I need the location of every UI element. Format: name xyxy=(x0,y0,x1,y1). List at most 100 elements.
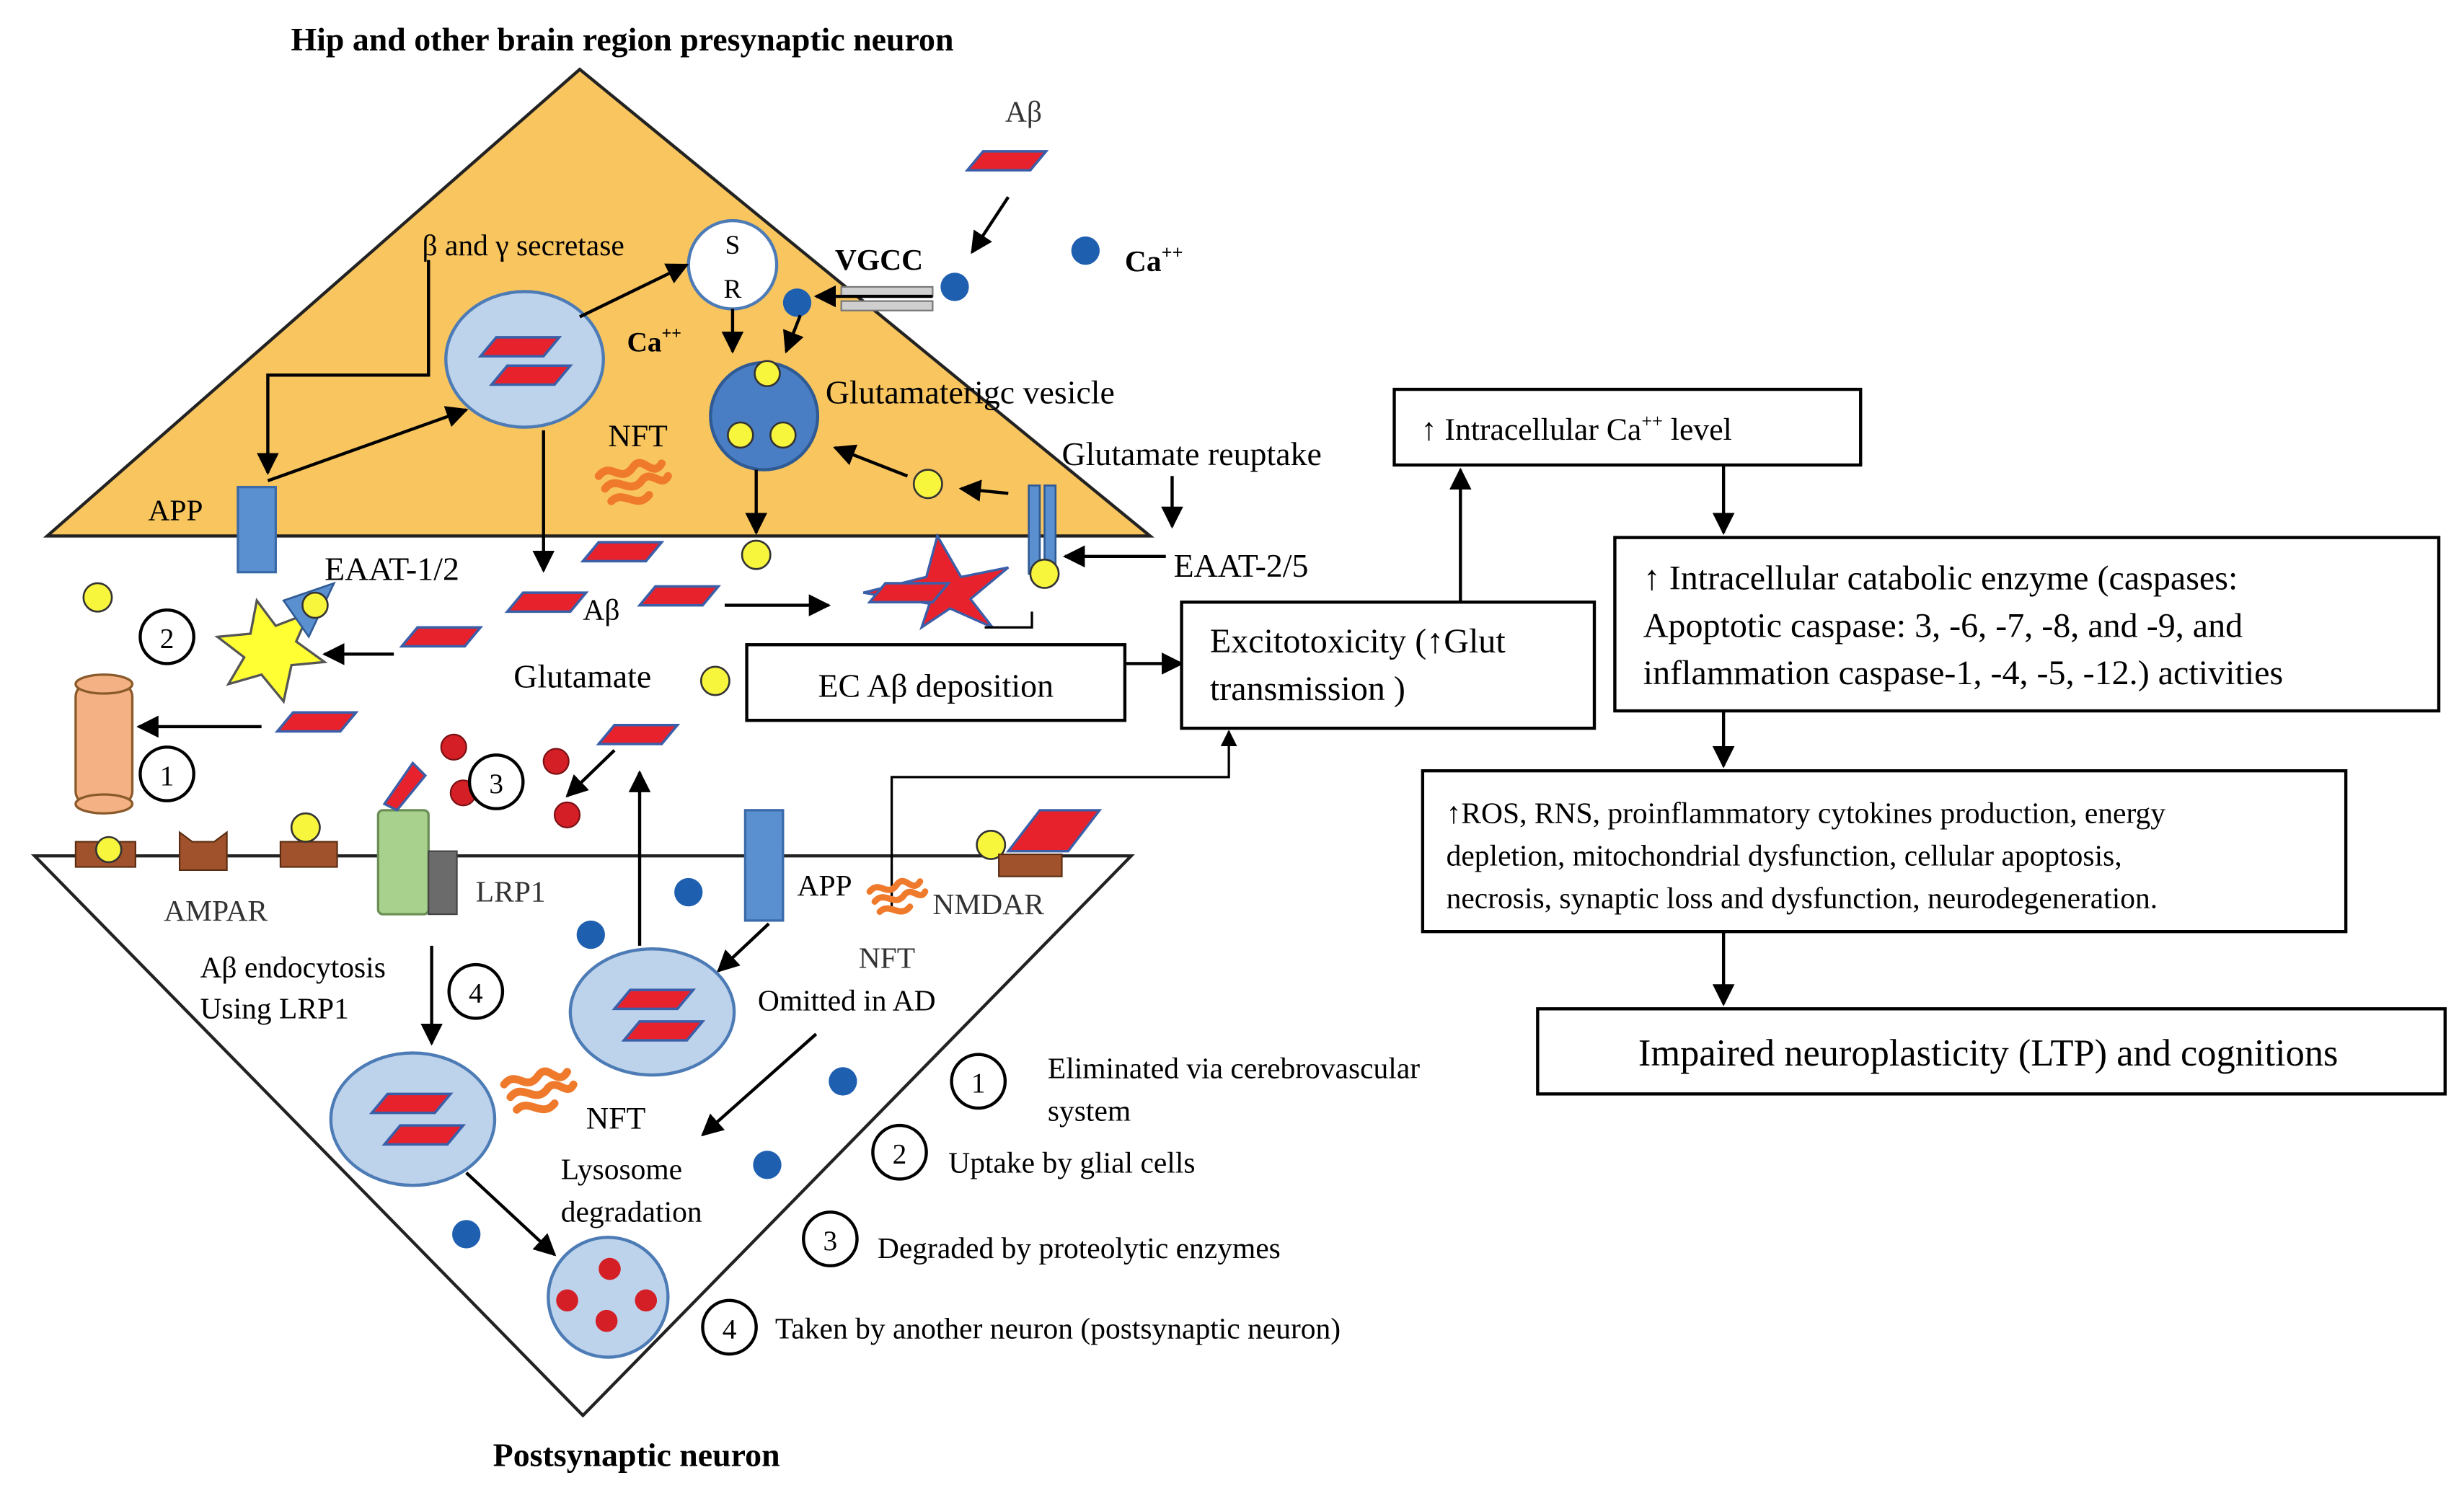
nft-pre-label: NFT xyxy=(608,419,668,453)
reuptake-to-vesicle-arrow xyxy=(833,444,909,478)
to-lysosome-arrow xyxy=(701,1032,818,1137)
abeta-cleft-label: Aβ xyxy=(583,593,619,626)
vgcc-label: VGCC xyxy=(835,243,923,276)
nmdar-receptor xyxy=(998,853,1063,877)
secretase-to-app-arrow xyxy=(257,260,430,475)
app-protein xyxy=(237,485,277,574)
catabolic-line-3: inflammation caspase-1, -4, -5, -12.) ac… xyxy=(1643,654,2283,692)
excitotoxicity-box xyxy=(1180,601,1597,730)
lysosome-content xyxy=(599,1257,621,1280)
abeta-bound-lrp xyxy=(382,761,428,812)
calcium-ion xyxy=(829,1067,857,1096)
calcium-ion xyxy=(674,877,703,907)
marker-1 xyxy=(138,745,195,802)
abeta-fragment xyxy=(622,1020,705,1042)
lrp1-protein xyxy=(428,850,458,916)
ca-inside-label: Ca++ xyxy=(627,324,681,358)
abeta-fragment xyxy=(868,582,950,603)
nmdar-label: NMDAR xyxy=(932,887,1044,921)
abeta-top-label: Aβ xyxy=(1005,94,1042,128)
lrp1-label: LRP1 xyxy=(476,875,546,908)
ampar-label: AMPAR xyxy=(164,894,268,927)
abeta-organelle-post xyxy=(568,947,736,1077)
glutamate-label: Glutamate xyxy=(513,657,651,694)
calcium-arrow xyxy=(782,314,804,354)
ampar-receptor xyxy=(178,831,228,872)
legend-marker-2 xyxy=(871,1123,928,1181)
lysosome xyxy=(547,1236,670,1359)
abeta-fragment xyxy=(400,626,482,648)
intracellular-ca-box xyxy=(1392,387,1863,467)
glutamate-molecule xyxy=(301,591,329,619)
app-post-label: APP xyxy=(798,869,852,902)
abeta-fragment xyxy=(370,1092,452,1115)
calcium-ion xyxy=(940,273,969,301)
legend-num-4: 4 xyxy=(723,1313,737,1345)
lysosome-content xyxy=(635,1289,658,1312)
ros-line-3: necrosis, synaptic loss and dysfunction,… xyxy=(1447,881,2158,914)
ca-outside-label: Ca++ xyxy=(1125,242,1183,278)
legend-marker-4 xyxy=(701,1298,758,1356)
lysosome-content xyxy=(556,1289,578,1312)
eaat-to-reuptake-arrow xyxy=(958,479,1009,502)
abeta-fragment xyxy=(275,711,358,733)
glutamatergic-vesicle-label: Glutamaterigc vesicle xyxy=(826,374,1115,411)
legend-text-3: Degraded by proteolytic enzymes xyxy=(878,1231,1281,1265)
abeta-organelle xyxy=(444,290,605,429)
abeta-fragment xyxy=(479,336,561,358)
marker-4 xyxy=(447,962,505,1020)
legend-text-1a: Eliminated via cerebrovascular xyxy=(1048,1052,1420,1085)
protease xyxy=(440,733,467,761)
glutamate-molecule xyxy=(754,360,781,387)
protease xyxy=(553,801,581,828)
catabolic-line-2: Apoptotic caspase: 3, -6, -7, -8, and -9… xyxy=(1643,606,2243,645)
nft-to-excitotoxicity-connector xyxy=(890,730,1237,911)
glutamate-molecule xyxy=(727,421,754,449)
postsynaptic-title: Postsynaptic neuron xyxy=(493,1436,780,1473)
cerebrovascular-channel xyxy=(74,683,134,805)
ec-deposition-label: EC Aβ deposition xyxy=(818,667,1054,704)
endosome xyxy=(329,1051,497,1187)
glutamate-reuptake-label: Glutamate reuptake xyxy=(1062,435,1322,472)
lysosome-label-1: Lysosome xyxy=(561,1152,682,1185)
endocytosis-label-1: Aβ endocytosis xyxy=(200,951,385,984)
calcium-ion xyxy=(782,288,812,317)
sr-s-label: S xyxy=(725,231,741,260)
legend-text-4: Taken by another neuron (postsynaptic ne… xyxy=(775,1311,1341,1345)
receptor xyxy=(279,841,338,868)
marker-4-num: 4 xyxy=(469,978,483,1009)
glutamate-molecule xyxy=(82,582,113,613)
organelle-to-sr-arrow xyxy=(579,263,689,319)
presynaptic-neuron xyxy=(43,67,1155,538)
legend-marker-3 xyxy=(802,1210,859,1267)
ros-line-2: depletion, mitochondrial dysfunction, ce… xyxy=(1447,838,2122,872)
lrp-receptor xyxy=(376,809,430,916)
glutamate-molecule xyxy=(741,539,772,570)
legend-text-2: Uptake by glial cells xyxy=(948,1146,1195,1179)
catabolic-line-1: ↑ Intracellular catabolic enzyme (caspas… xyxy=(1643,559,2238,598)
vgcc-channel xyxy=(840,300,934,311)
abeta-entry-arrow xyxy=(971,196,1010,254)
plaque-connector xyxy=(984,611,1033,629)
app-pre-label: APP xyxy=(148,494,203,527)
omitted-label: Omitted in AD xyxy=(758,983,936,1017)
calcium-ion xyxy=(576,920,605,949)
glutamate-molecule xyxy=(912,469,943,500)
nft-post2-label: NFT xyxy=(586,1101,646,1135)
impaired-text: Impaired neuroplasticity (LTP) and cogni… xyxy=(1638,1032,2339,1074)
abeta-plaque xyxy=(862,533,1010,631)
legend-num-2: 2 xyxy=(893,1138,907,1170)
abeta-fragment xyxy=(490,364,572,386)
abeta-fragment xyxy=(581,541,663,563)
glutamate-molecule xyxy=(769,421,797,449)
marker-2-num: 2 xyxy=(160,623,175,655)
abeta-bound-nmdar xyxy=(1005,809,1103,853)
endocytosis-label-2: Using LRP1 xyxy=(200,991,348,1024)
calcium-ion xyxy=(753,1151,782,1179)
excitotoxicity-line-2: transmission ) xyxy=(1210,670,1405,708)
cerebrovascular-channel-bottom xyxy=(74,793,134,815)
app-to-organelle-post-arrow xyxy=(717,922,770,973)
abeta-fragment xyxy=(638,585,720,607)
glutamate-molecule xyxy=(1029,558,1060,589)
